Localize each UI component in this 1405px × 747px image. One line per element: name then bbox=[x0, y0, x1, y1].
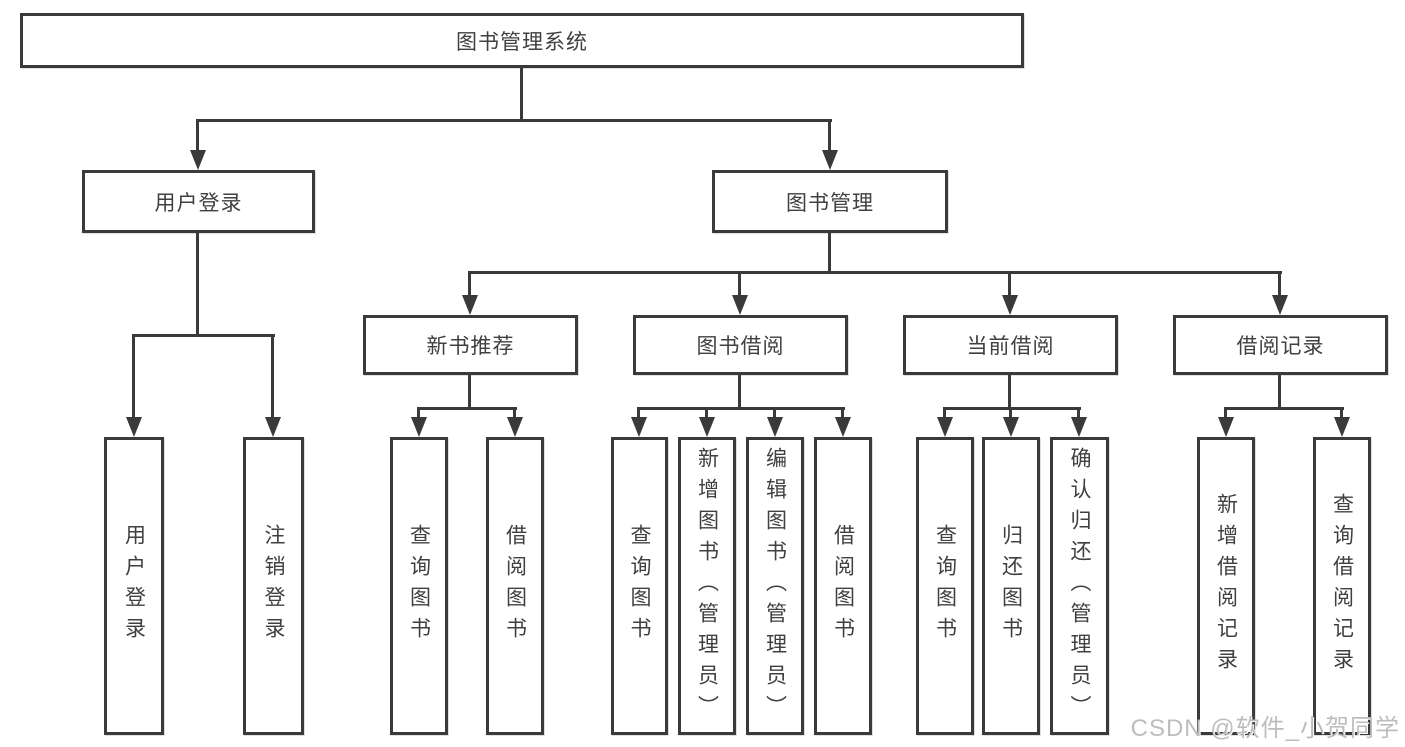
leaf-add-borrow-record-label: 新增借阅记录 bbox=[1214, 493, 1238, 679]
connector-line bbox=[1008, 375, 1011, 410]
leaf-logout: 注销登录 bbox=[243, 437, 304, 735]
leaf-add-book-admin-label: 新增图书（管理员） bbox=[695, 446, 719, 726]
node-current-borrow: 当前借阅 bbox=[903, 315, 1118, 375]
leaf-query-book-1: 查询图书 bbox=[390, 437, 448, 735]
leaf-query-book-1-label: 查询图书 bbox=[407, 524, 431, 648]
connector-line bbox=[196, 233, 199, 337]
connector-line bbox=[1340, 407, 1343, 419]
arrow-down-icon bbox=[1002, 295, 1018, 315]
arrow-down-icon bbox=[462, 295, 478, 315]
node-book-management: 图书管理 bbox=[712, 170, 948, 233]
connector-line bbox=[738, 271, 741, 297]
node-current-borrow-label: 当前借阅 bbox=[966, 335, 1055, 358]
arrow-down-icon bbox=[1218, 417, 1234, 437]
leaf-user-login: 用户登录 bbox=[104, 437, 164, 735]
node-root: 图书管理系统 bbox=[20, 13, 1024, 68]
connector-line bbox=[637, 407, 640, 419]
connector-line bbox=[1077, 407, 1080, 419]
leaf-query-book-2-label: 查询图书 bbox=[628, 524, 651, 648]
arrow-down-icon bbox=[126, 417, 142, 437]
connector-line bbox=[132, 334, 275, 337]
connector-line bbox=[1278, 375, 1281, 410]
arrow-down-icon bbox=[1071, 417, 1087, 437]
connector-line bbox=[773, 407, 776, 419]
arrow-down-icon bbox=[631, 417, 647, 437]
node-borrow-records: 借阅记录 bbox=[1173, 315, 1388, 375]
connector-line bbox=[1224, 407, 1227, 419]
connector-line bbox=[637, 407, 845, 410]
connector-line bbox=[1008, 271, 1011, 297]
node-book-management-label: 图书管理 bbox=[786, 191, 874, 215]
node-book-borrow-label: 图书借阅 bbox=[696, 335, 785, 358]
arrow-down-icon bbox=[411, 417, 427, 437]
arrow-down-icon bbox=[265, 417, 281, 437]
leaf-confirm-return-admin: 确认归还（管理员） bbox=[1050, 437, 1109, 735]
arrow-down-icon bbox=[835, 417, 851, 437]
connector-line bbox=[828, 233, 831, 274]
leaf-query-book-3: 查询图书 bbox=[916, 437, 974, 735]
connector-line bbox=[1009, 407, 1012, 419]
connector-line bbox=[468, 375, 471, 410]
connector-line bbox=[705, 407, 708, 419]
arrow-down-icon bbox=[1334, 417, 1350, 437]
arrow-down-icon bbox=[937, 417, 953, 437]
connector-line bbox=[1224, 407, 1344, 410]
arrow-down-icon bbox=[190, 150, 206, 170]
arrow-down-icon bbox=[767, 417, 783, 437]
leaf-borrow-book-1-label: 借阅图书 bbox=[503, 524, 527, 648]
node-user-login-label: 用户登录 bbox=[154, 191, 243, 215]
connector-line bbox=[417, 407, 517, 410]
connector-line bbox=[132, 334, 135, 419]
leaf-query-borrow-record: 查询借阅记录 bbox=[1313, 437, 1371, 735]
connector-line bbox=[738, 375, 741, 410]
node-root-label: 图书管理系统 bbox=[456, 30, 588, 54]
arrow-down-icon bbox=[699, 417, 715, 437]
arrow-down-icon bbox=[1272, 295, 1288, 315]
leaf-edit-book-admin-label: 编辑图书（管理员） bbox=[763, 446, 787, 726]
connector-line bbox=[513, 407, 516, 419]
connector-line bbox=[943, 407, 1081, 410]
connector-line bbox=[196, 119, 199, 152]
connector-line bbox=[271, 334, 274, 419]
leaf-add-book-admin: 新增图书（管理员） bbox=[678, 437, 736, 735]
leaf-query-borrow-record-label: 查询借阅记录 bbox=[1330, 493, 1354, 679]
leaf-borrow-book-1: 借阅图书 bbox=[486, 437, 544, 735]
arrow-down-icon bbox=[732, 295, 748, 315]
leaf-query-book-2: 查询图书 bbox=[611, 437, 668, 735]
connector-line bbox=[943, 407, 946, 419]
connector-line bbox=[1278, 271, 1281, 297]
arrow-down-icon bbox=[507, 417, 523, 437]
leaf-return-book-label: 归还图书 bbox=[999, 524, 1023, 648]
node-user-login: 用户登录 bbox=[82, 170, 315, 233]
node-book-borrow: 图书借阅 bbox=[633, 315, 848, 375]
leaf-return-book: 归还图书 bbox=[982, 437, 1040, 735]
leaf-query-book-3-label: 查询图书 bbox=[933, 524, 957, 648]
node-new-book-recommend-label: 新书推荐 bbox=[426, 335, 515, 358]
node-new-book-recommend: 新书推荐 bbox=[363, 315, 578, 375]
connector-line bbox=[841, 407, 844, 419]
leaf-logout-label: 注销登录 bbox=[262, 524, 285, 648]
arrow-down-icon bbox=[1003, 417, 1019, 437]
connector-line bbox=[468, 271, 471, 297]
leaf-user-login-label: 用户登录 bbox=[122, 524, 146, 648]
connector-line bbox=[196, 119, 832, 122]
leaf-edit-book-admin: 编辑图书（管理员） bbox=[746, 437, 804, 735]
leaf-add-borrow-record: 新增借阅记录 bbox=[1197, 437, 1255, 735]
leaf-borrow-book-2-label: 借阅图书 bbox=[831, 524, 855, 648]
connector-line bbox=[468, 271, 1282, 274]
arrow-down-icon bbox=[822, 150, 838, 170]
connector-line bbox=[828, 119, 831, 152]
leaf-confirm-return-admin-label: 确认归还（管理员） bbox=[1068, 446, 1091, 726]
connector-line bbox=[520, 68, 523, 122]
node-borrow-records-label: 借阅记录 bbox=[1236, 335, 1325, 358]
connector-line bbox=[417, 407, 420, 419]
leaf-borrow-book-2: 借阅图书 bbox=[814, 437, 872, 735]
